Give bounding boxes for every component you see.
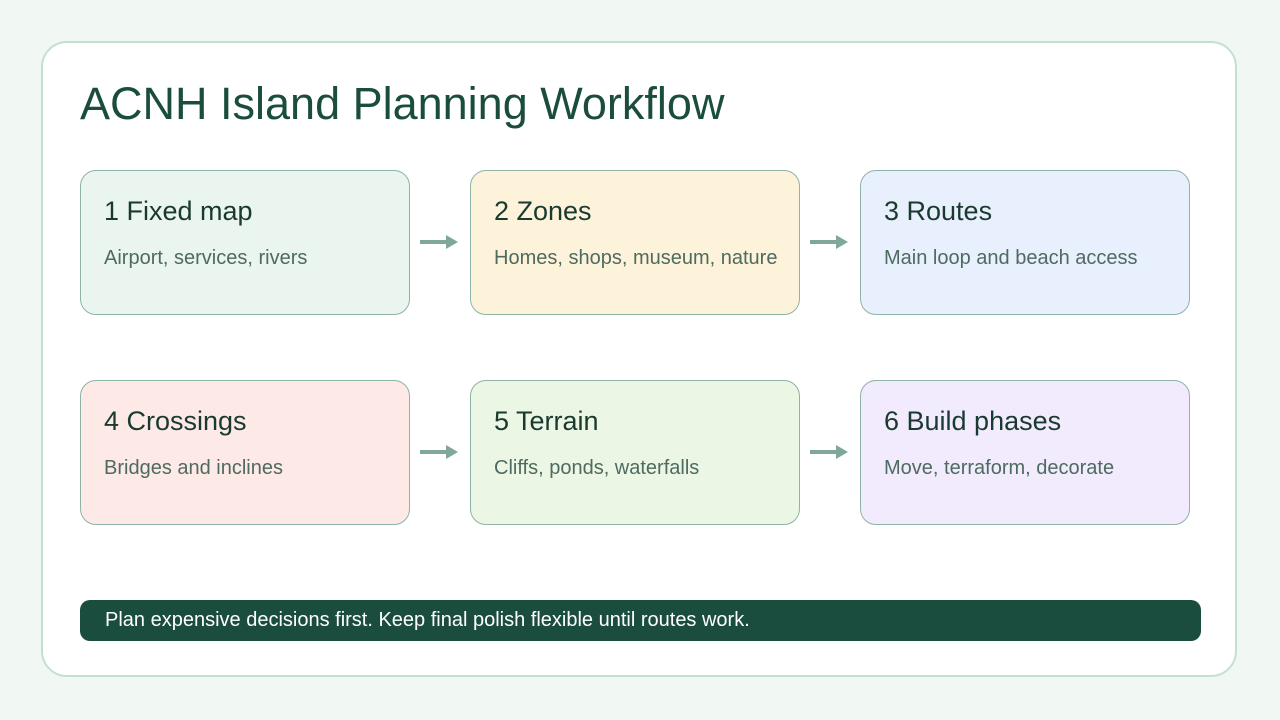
step-box-fixed-map: 1 Fixed map Airport, services, rivers [80, 170, 410, 315]
step-description: Move, terraform, decorate [884, 457, 1115, 479]
step-description: Homes, shops, museum, nature [494, 247, 778, 269]
tip-banner: Plan expensive decisions first. Keep fin… [80, 600, 1201, 641]
page-title: ACNH Island Planning Workflow [80, 78, 725, 129]
step-box-build-phases: 6 Build phases Move, terraform, decorate [860, 380, 1190, 525]
workflow-card [41, 41, 1237, 677]
step-description: Cliffs, ponds, waterfalls [494, 457, 700, 479]
step-box-terrain: 5 Terrain Cliffs, ponds, waterfalls [470, 380, 800, 525]
step-description: Main loop and beach access [884, 247, 1138, 269]
arrow-right-icon [420, 235, 458, 249]
arrow-right-icon [420, 445, 458, 459]
step-label: 6 Build phases [884, 406, 1062, 436]
step-label: 3 Routes [884, 196, 993, 226]
step-description: Bridges and inclines [104, 457, 283, 479]
step-box-zones: 2 Zones Homes, shops, museum, nature [470, 170, 800, 315]
arrow-right-icon [810, 235, 848, 249]
step-label: 1 Fixed map [104, 196, 253, 226]
step-box-crossings: 4 Crossings Bridges and inclines [80, 380, 410, 525]
step-box-routes: 3 Routes Main loop and beach access [860, 170, 1190, 315]
arrow-right-icon [810, 445, 848, 459]
step-description: Airport, services, rivers [104, 247, 308, 269]
step-label: 5 Terrain [494, 406, 599, 436]
tip-banner-text: Plan expensive decisions first. Keep fin… [105, 609, 750, 631]
step-label: 4 Crossings [104, 406, 247, 436]
step-label: 2 Zones [494, 196, 592, 226]
